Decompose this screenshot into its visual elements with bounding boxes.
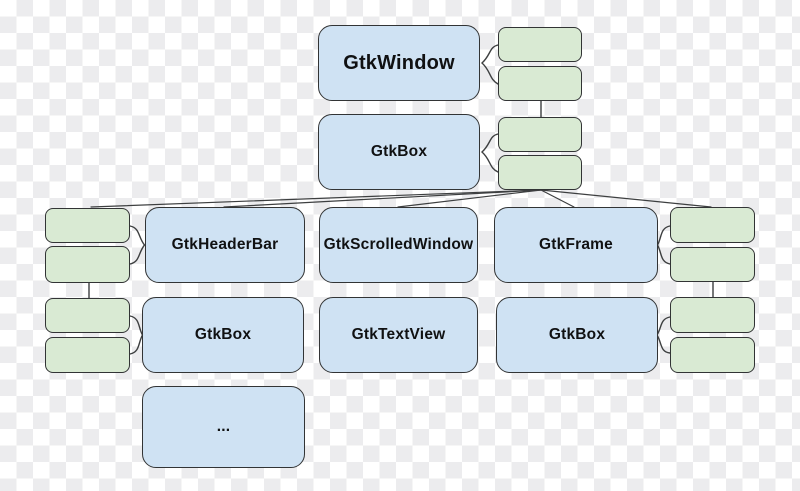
edge-to-gtkscrolledwindow (397, 189, 542, 208)
brace-gtkframe (656, 225, 671, 265)
node-gtkwindow: GtkWindow (318, 25, 480, 101)
unlabeled-child-node (498, 66, 582, 101)
edge-to-gtkframe (540, 189, 575, 208)
node-gtkheaderbar: GtkHeaderBar (145, 207, 305, 283)
unlabeled-child-node (45, 298, 130, 333)
node-gtkbox-top: GtkBox (318, 114, 480, 190)
unlabeled-child-node (45, 208, 130, 243)
node-ellipsis: ... (142, 386, 305, 468)
unlabeled-child-node (498, 155, 582, 190)
unlabeled-child-node (670, 207, 755, 243)
node-gtkscrolledwindow: GtkScrolledWindow (319, 207, 478, 283)
unlabeled-child-node (670, 337, 755, 373)
node-gtkbox-right: GtkBox (496, 297, 658, 373)
node-gtktextview: GtkTextView (319, 297, 478, 373)
brace-gtkwindow (480, 44, 499, 85)
edge-to-left-stack (90, 189, 542, 208)
unlabeled-child-node (498, 27, 582, 62)
node-gtkframe: GtkFrame (494, 207, 658, 283)
unlabeled-child-node (45, 337, 130, 373)
unlabeled-child-node (670, 297, 755, 333)
edge-to-gtkheaderbar (223, 189, 542, 208)
unlabeled-child-node (670, 247, 755, 282)
unlabeled-child-node (45, 246, 130, 283)
node-gtkbox-left: GtkBox (142, 297, 304, 373)
brace-gtkbox-right (656, 316, 671, 354)
brace-gtkbox-top (480, 133, 499, 173)
brace-gtkbox-left (129, 315, 144, 355)
edge-to-right-stack (540, 189, 712, 208)
brace-gtkheaderbar (129, 225, 146, 265)
unlabeled-child-node (498, 117, 582, 152)
fanout-edges (90, 189, 712, 208)
